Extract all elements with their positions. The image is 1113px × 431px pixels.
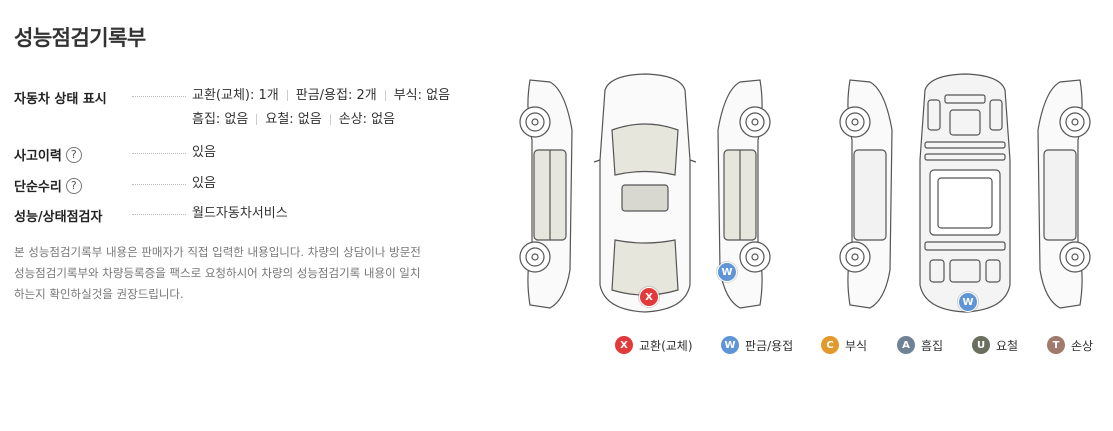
damage-icon: T (1047, 336, 1065, 354)
marker-code: W (721, 266, 733, 278)
damage-marker-weld[interactable]: W (717, 262, 737, 282)
car-top-frame (919, 73, 1011, 313)
inspector-value: 월드자동차서비스 (192, 206, 288, 221)
status-values: 교환(교체): 1개 판금/용접: 2개 부식: 없음 흠집: 없음 요철: 없음 손상… (192, 84, 450, 132)
status-label: 자동차 상태 표시 (14, 92, 107, 107)
scratch-icon: A (897, 336, 915, 354)
marker-code: W (962, 296, 974, 308)
legend-label: 요철 (996, 338, 1019, 353)
separator (286, 90, 288, 101)
accident-value: 있음 (192, 145, 216, 160)
notice-text: 본 성능점검기록부 내용은 판매자가 직접 입력한 내용입니다. 차량의 상담이… (14, 245, 421, 301)
legend-label: 부식 (845, 338, 868, 353)
legend-item-weld: W 판금/용접 (721, 336, 793, 354)
legend-item-dent: U 요철 (972, 336, 1018, 354)
legend-label: 판금/용접 (745, 338, 794, 353)
row-divider (132, 96, 186, 97)
page-title: 성능점검기록부 (14, 26, 146, 50)
row-divider (132, 214, 186, 215)
car-diagram (519, 73, 1091, 313)
dent-icon: U (972, 336, 990, 354)
row-divider (132, 153, 186, 154)
status-panel-weld: 판금/용접: 2개 (295, 88, 377, 103)
status-scratch: 흠집: 없음 (192, 112, 249, 127)
legend-label: 흠집 (921, 338, 944, 353)
separator (384, 90, 386, 101)
damage-marker-exchange[interactable]: X (639, 287, 659, 307)
legend-item-exchange: X 교환(교체) (615, 336, 693, 354)
legend-item-damage: T 손상 (1047, 336, 1093, 354)
legend-item-scratch: A 흠집 (897, 336, 943, 354)
car-right-side-exterior (717, 79, 771, 309)
car-left-side-frame (839, 79, 893, 309)
status-corrosion: 부식: 없음 (393, 88, 451, 103)
car-left-side-exterior (519, 79, 573, 309)
weld-icon: W (721, 336, 739, 354)
simple-repair-label-text: 단순수리 (14, 180, 62, 195)
status-exchange: 교환(교체): 1개 (192, 88, 279, 103)
help-icon[interactable]: ? (65, 177, 82, 194)
accident-label-text: 사고이력 (14, 149, 62, 164)
separator (256, 114, 258, 125)
accident-label: 사고이력 ? (14, 145, 82, 164)
row-divider (132, 184, 186, 185)
simple-repair-label: 단순수리 ? (14, 176, 82, 195)
legend-label: 손상 (1071, 338, 1094, 353)
separator (329, 114, 331, 125)
car-top-exterior (593, 73, 697, 313)
exchange-icon: X (615, 336, 633, 354)
simple-repair-value: 있음 (192, 176, 216, 191)
car-right-side-frame (1037, 79, 1091, 309)
inspector-label: 성능/상태점검자 (14, 210, 103, 225)
status-damage: 손상: 없음 (338, 112, 396, 127)
corrosion-icon: C (821, 336, 839, 354)
help-icon[interactable]: ? (65, 146, 82, 163)
damage-marker-weld[interactable]: W (958, 292, 978, 312)
legend-label: 교환(교체) (639, 338, 693, 353)
marker-code: X (645, 291, 653, 303)
status-dent: 요철: 없음 (265, 112, 322, 127)
legend-item-corrosion: C 부식 (821, 336, 867, 354)
